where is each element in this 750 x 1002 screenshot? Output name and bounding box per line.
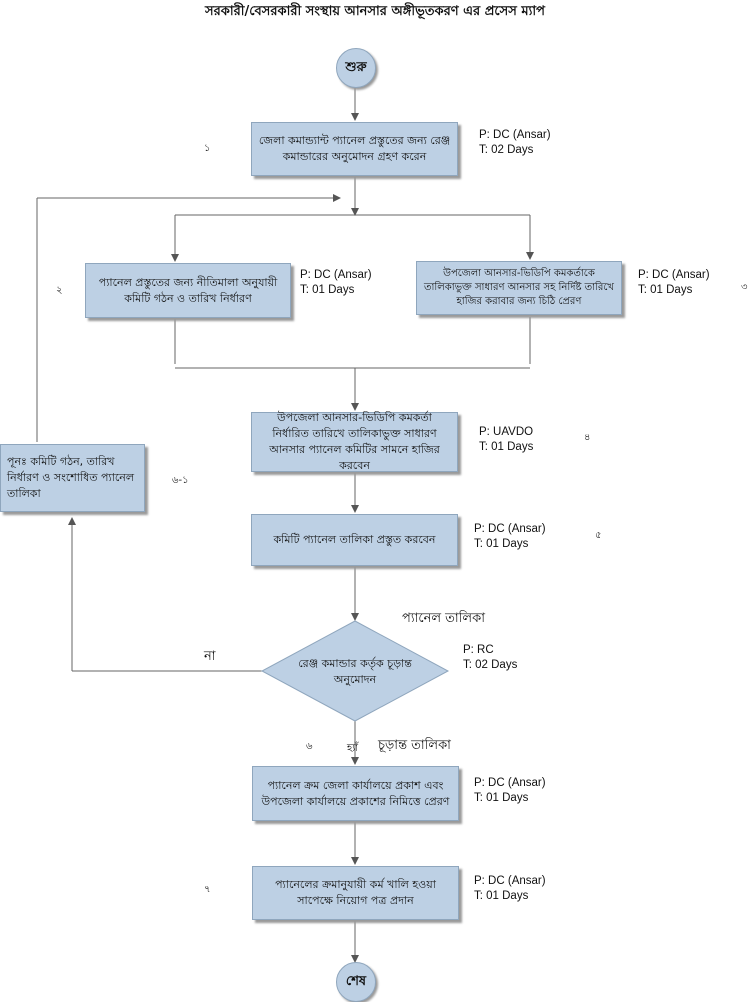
- start-label: শুরু: [345, 59, 367, 75]
- step-7-box: প্যানেলের ক্রমানুযায়ী কর্ম খালি হওয়া স…: [252, 866, 459, 920]
- decision-label: রেঞ্জ কমান্ডার কর্তৃক চূড়ান্ত অনুমোদন: [298, 657, 412, 686]
- step-4-text: উপজেলা আনসার-ভিডিপি কমকর্তা নির্ধারিত তা…: [269, 411, 440, 472]
- step-1-time: T: 02 Days: [479, 144, 534, 156]
- step-6-box: প্যানেল ক্রম জেলা কার্যালয়ে প্রকাশ এবং …: [252, 766, 459, 821]
- step-4-person: P: UAVDO: [479, 426, 534, 438]
- step-3-box: উপজেলা আনসার-ভিডিপি কমকর্তাকে তালিকাভুক্…: [416, 261, 622, 315]
- step-2-number: ২: [56, 285, 63, 296]
- step-5-person: P: DC (Ansar): [474, 523, 546, 535]
- decision-person: P: RC: [463, 644, 494, 656]
- end-label: শেষ: [345, 973, 367, 989]
- step-5-box: কমিটি প্যানেল তালিকা প্রস্তুত করবেন: [251, 514, 458, 566]
- step-4-time: T: 01 Days: [479, 441, 534, 453]
- step-1-meta: P: DC (Ansar) T: 02 Days: [479, 128, 551, 158]
- step-5-meta: P: DC (Ansar) T: 01 Days: [474, 522, 546, 552]
- step-1-box: জেলা কমান্ড্যান্ট প্যানেল প্রস্তুতের জন্…: [251, 122, 458, 176]
- step-6-meta: P: DC (Ansar) T: 01 Days: [474, 776, 546, 806]
- step-3-text: উপজেলা আনসার-ভিডিপি কমকর্তাকে তালিকাভুক্…: [423, 268, 614, 307]
- step-7-text: প্যানেলের ক্রমানুযায়ী কর্ম খালি হওয়া স…: [275, 878, 436, 907]
- step-2-meta: P: DC (Ansar) T: 01 Days: [300, 268, 372, 298]
- step-1-text: জেলা কমান্ড্যান্ট প্যানেল প্রস্তুতের জন্…: [258, 134, 451, 163]
- step-6-time: T: 01 Days: [474, 792, 529, 804]
- redo-number: ৬-১: [172, 475, 189, 486]
- step-6-person: P: DC (Ansar): [474, 777, 546, 789]
- step-2-text: প্যানেল প্রস্তুতের জন্য নীতিমালা অনুযায়…: [98, 275, 278, 305]
- step-3-meta: P: DC (Ansar) T: 01 Days: [638, 268, 710, 298]
- step-3-person: P: DC (Ansar): [638, 269, 710, 281]
- step-4-number: ৪: [584, 432, 591, 443]
- page-title: সরকারী/বেসরকারী সংস্থায় আনসার অঙ্গীভূতক…: [205, 4, 545, 19]
- step-2-box: প্যানেল প্রস্তুতের জন্য নীতিমালা অনুযায়…: [85, 263, 291, 318]
- step-3-time: T: 01 Days: [638, 284, 693, 296]
- start-node: শুরু: [336, 48, 376, 88]
- decision-time: T: 02 Days: [463, 659, 518, 671]
- step-7-number: ৭: [204, 884, 211, 895]
- panel-list-label: প্যানেল তালিকা: [402, 611, 485, 626]
- decision-diamond: [260, 620, 450, 722]
- yes-branch-label: হ্যাঁ: [347, 743, 359, 754]
- step-6-text: প্যানেল ক্রম জেলা কার্যালয়ে প্রকাশ এবং …: [261, 778, 450, 808]
- step-3-number: ৩: [741, 282, 748, 293]
- decision-number: ৬: [306, 741, 313, 752]
- step-5-time: T: 01 Days: [474, 538, 529, 550]
- redo-text: পূনঃ কমিটি গঠন, তারিখ নির্ধারণ ও সংশোধিত…: [7, 455, 135, 500]
- step-4-meta: P: UAVDO T: 01 Days: [479, 425, 533, 455]
- final-list-label: চূড়ান্ত তালিকা: [378, 738, 451, 753]
- step-7-person: P: DC (Ansar): [474, 875, 546, 887]
- step-5-number: ৫: [595, 530, 602, 541]
- step-2-person: P: DC (Ansar): [300, 269, 372, 281]
- step-1-number: ১: [204, 143, 211, 154]
- step-2-time: T: 01 Days: [300, 284, 355, 296]
- no-branch-label: না: [204, 649, 216, 664]
- step-4-box: উপজেলা আনসার-ভিডিপি কমকর্তা নির্ধারিত তা…: [251, 411, 458, 472]
- step-7-meta: P: DC (Ansar) T: 01 Days: [474, 874, 546, 904]
- step-7-time: T: 01 Days: [474, 890, 529, 902]
- end-node: শেষ: [336, 962, 376, 1002]
- redo-box: পূনঃ কমিটি গঠন, তারিখ নির্ধারণ ও সংশোধিত…: [0, 444, 145, 512]
- decision-text: রেঞ্জ কমান্ডার কর্তৃক চূড়ান্ত অনুমোদন: [288, 656, 422, 688]
- decision-meta: P: RC T: 02 Days: [463, 643, 517, 673]
- step-5-text: কমিটি প্যানেল তালিকা প্রস্তুত করবেন: [273, 533, 436, 547]
- step-1-person: P: DC (Ansar): [479, 129, 551, 141]
